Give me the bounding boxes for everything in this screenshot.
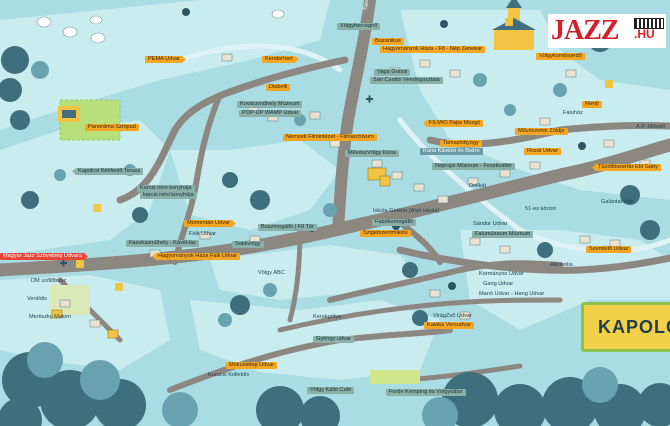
poi-label[interactable]: PEMA Udvar [145, 56, 186, 63]
jazz-hu-logo[interactable]: JAZZ .HU [548, 14, 666, 48]
poi-label[interactable]: Fazekasműhely - KávéHáz [126, 240, 199, 247]
poi-label[interactable]: Kerekgólya [313, 314, 341, 320]
poi-label[interactable]: Fabókamegálló [372, 219, 417, 226]
poi-label[interactable]: Buszmegálló | Fő Tér [258, 224, 317, 231]
poi-label[interactable]: 51-es körzet [525, 206, 556, 212]
poi-label[interactable]: Falumúzeum Múzeum [472, 231, 534, 238]
poi-label[interactable]: MűvészVölgy Kúria [345, 150, 399, 157]
poi-label[interactable]: Sári Csatlói Vendégasztala [370, 77, 443, 84]
poi-label[interactable]: Sakkvölgy [232, 241, 264, 248]
logo-domain: .HU [634, 27, 655, 41]
village-name-banner: KAPOLC [581, 302, 670, 352]
poi-label[interactable]: Szigetszentmiklós [360, 230, 411, 237]
poi-label[interactable]: Forde Kemping és Völgytábor [386, 389, 467, 396]
poi-label[interactable]: Kurucsi Kollektív [208, 372, 250, 378]
poi-label[interactable]: Iskola Galéria (Alsó iskola) [373, 208, 440, 214]
poi-label[interactable]: Kapolcsi Kékfestő Terasz [72, 168, 144, 175]
village-houses [59, 53, 651, 328]
forest-areas [0, 28, 670, 426]
first-aid-icons [60, 95, 373, 267]
poi-label[interactable]: Karcsi néni konyhája [137, 185, 195, 192]
poi-label[interactable]: Delikát [469, 183, 487, 189]
poi-label[interactable]: Menti [582, 101, 602, 108]
poi-label[interactable]: Völgy Kálló Café [307, 387, 355, 394]
church-building [492, 0, 536, 50]
poi-label-highlight[interactable]: Magyar Jazz Szövetség Udvara [0, 253, 88, 260]
poi-label[interactable]: Bazanikus [372, 38, 404, 45]
sheep-flock [36, 9, 285, 44]
poi-label[interactable]: Völgyhercegnő [337, 23, 381, 30]
poi-label[interactable]: Kovácsműhely Múzeum [237, 101, 303, 108]
poi-label[interactable]: Galántai Ház [601, 199, 634, 205]
poi-label[interactable]: Faluház [563, 110, 583, 116]
poi-label[interactable]: Gang Udvar [483, 281, 514, 287]
poi-label[interactable]: VirágZső Udvar [433, 313, 472, 319]
poi-label[interactable]: Tamaslottyógy [440, 140, 482, 147]
poi-label[interactable]: karcsi néni konyhája [140, 192, 197, 199]
poi-label[interactable]: Néprajzi Múzeum - Fesztiváltér [432, 163, 516, 170]
poi-label[interactable]: Kenderhert [262, 56, 299, 63]
road-name-label: Eger 3 [362, 0, 371, 10]
poi-label[interactable]: Hagyományok Háza - Fő - Nép Zenekar [380, 46, 486, 53]
poi-label[interactable]: DM szőlőbusz [31, 278, 67, 284]
panorama-stage-icon [58, 106, 80, 122]
village-name: KAPOLC [598, 317, 670, 337]
poi-label[interactable]: Kaláka Versudvar [424, 322, 474, 329]
poi-label[interactable]: Völgykomlóserdő [536, 53, 585, 60]
meadow-areas [0, 0, 670, 380]
poi-label[interactable]: Művészetek Zöldje [515, 128, 568, 135]
poi-label[interactable]: Sándor Udvar [473, 221, 508, 227]
poi-label[interactable]: Gyöngy udvar [313, 336, 354, 343]
poi-label[interactable]: POP-UP WAMP Udvar [239, 110, 302, 117]
poi-label[interactable]: FILM/O Pajta Mozgó [423, 120, 484, 127]
poi-label[interactable]: Kormányos Udvar [479, 271, 524, 277]
poi-label[interactable]: Mókustelep Udvar [226, 362, 278, 369]
poi-label[interactable]: Diabelli [266, 84, 291, 91]
poi-label[interactable]: Szemlélő Udvar [586, 246, 632, 253]
poi-label[interactable]: Tűzoltószertár Ébl Gaby [592, 164, 662, 171]
logo-wordmark: JAZZ [551, 15, 620, 46]
poi-label[interactable]: Rozál Udvar [524, 148, 561, 155]
poi-label[interactable]: Hagyományok Háza Falk Udvar [152, 253, 240, 260]
poi-label[interactable]: Kúria Kávézó és Bistro [420, 148, 483, 155]
poi-label[interactable]: Vaga Grassi [374, 69, 411, 76]
poi-label[interactable]: Alkoholia [550, 262, 573, 268]
poi-label[interactable]: Momentán Udvar [184, 220, 236, 227]
poi-label[interactable]: Manó Udvar - Hang Udvar [479, 291, 545, 297]
poi-label[interactable]: Völgy ABC [258, 270, 285, 276]
poi-label[interactable]: Nemzeti Filmintézet - Filmarchívum [283, 134, 377, 141]
poi-label[interactable]: A.P. Művelő [636, 124, 666, 130]
poi-label[interactable]: Panoráma Színpad [85, 124, 139, 131]
parking-icons [76, 18, 613, 291]
poi-label[interactable]: Mertiszky Malom [29, 314, 71, 320]
poi-label[interactable]: Fiók Udvar [189, 231, 217, 237]
poi-label[interactable]: Veráldis [27, 296, 47, 302]
yellow-buildings [51, 167, 391, 339]
piano-keys-icon [634, 18, 664, 29]
